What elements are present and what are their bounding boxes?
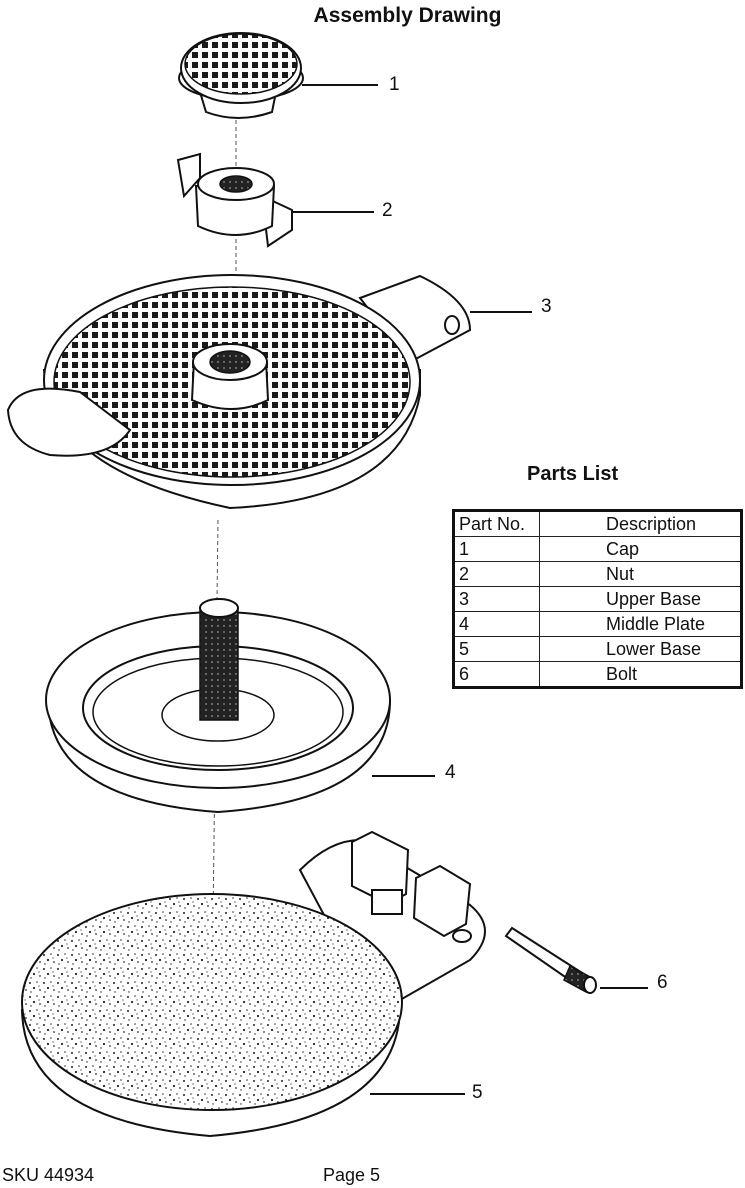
- callout-4: 4: [445, 762, 456, 783]
- part-description: Middle Plate: [539, 611, 742, 637]
- part-description: Bolt: [606, 664, 638, 684]
- part-description: Cap: [539, 536, 742, 562]
- assembly-drawing: [6, 32, 648, 1138]
- table-row: 5 Lower Base: [453, 636, 742, 662]
- parts-list-title: Parts List: [527, 463, 619, 485]
- table-row: 4 Middle Plate: [453, 611, 742, 637]
- part-nut: [176, 152, 293, 248]
- table-row: 3 Upper Base: [453, 586, 742, 612]
- page-title: Assembly Drawing: [313, 4, 502, 27]
- part-description: Upper Base: [539, 586, 742, 612]
- part-upper-base: [6, 274, 472, 510]
- table-row: 1 Cap: [453, 536, 742, 562]
- callout-1: 1: [389, 74, 400, 95]
- header-part-no: Part No.: [453, 510, 540, 537]
- table-header-row: Part No. Description: [453, 510, 742, 537]
- callout-2: 2: [382, 200, 393, 221]
- part-number: 4: [453, 611, 540, 637]
- part-description: Lower Base: [539, 636, 742, 662]
- part-cap: [178, 32, 304, 119]
- callout-5: 5: [472, 1082, 483, 1103]
- part-middle-plate: [45, 598, 392, 814]
- part-number: 6: [453, 661, 540, 688]
- part-number: 5: [453, 636, 540, 662]
- footer-page-number: Page 5: [323, 1165, 381, 1185]
- part-number: 2: [453, 561, 540, 587]
- footer-sku: SKU 44934: [2, 1165, 95, 1185]
- table-row: 2 Nut: [453, 561, 742, 587]
- callout-6: 6: [657, 972, 668, 993]
- callout-3: 3: [541, 296, 552, 317]
- parts-list-table: Part No. Description 1 Cap 2 Nut 3 Upper…: [452, 509, 743, 689]
- part-number: 1: [453, 536, 540, 562]
- part-number: 3: [453, 586, 540, 612]
- table-row: 6 Bolt: [453, 661, 742, 688]
- part-bolt: [504, 926, 597, 994]
- part-lower-base: [20, 830, 486, 1138]
- part-description: Nut: [539, 561, 742, 587]
- header-description: Description: [539, 510, 742, 537]
